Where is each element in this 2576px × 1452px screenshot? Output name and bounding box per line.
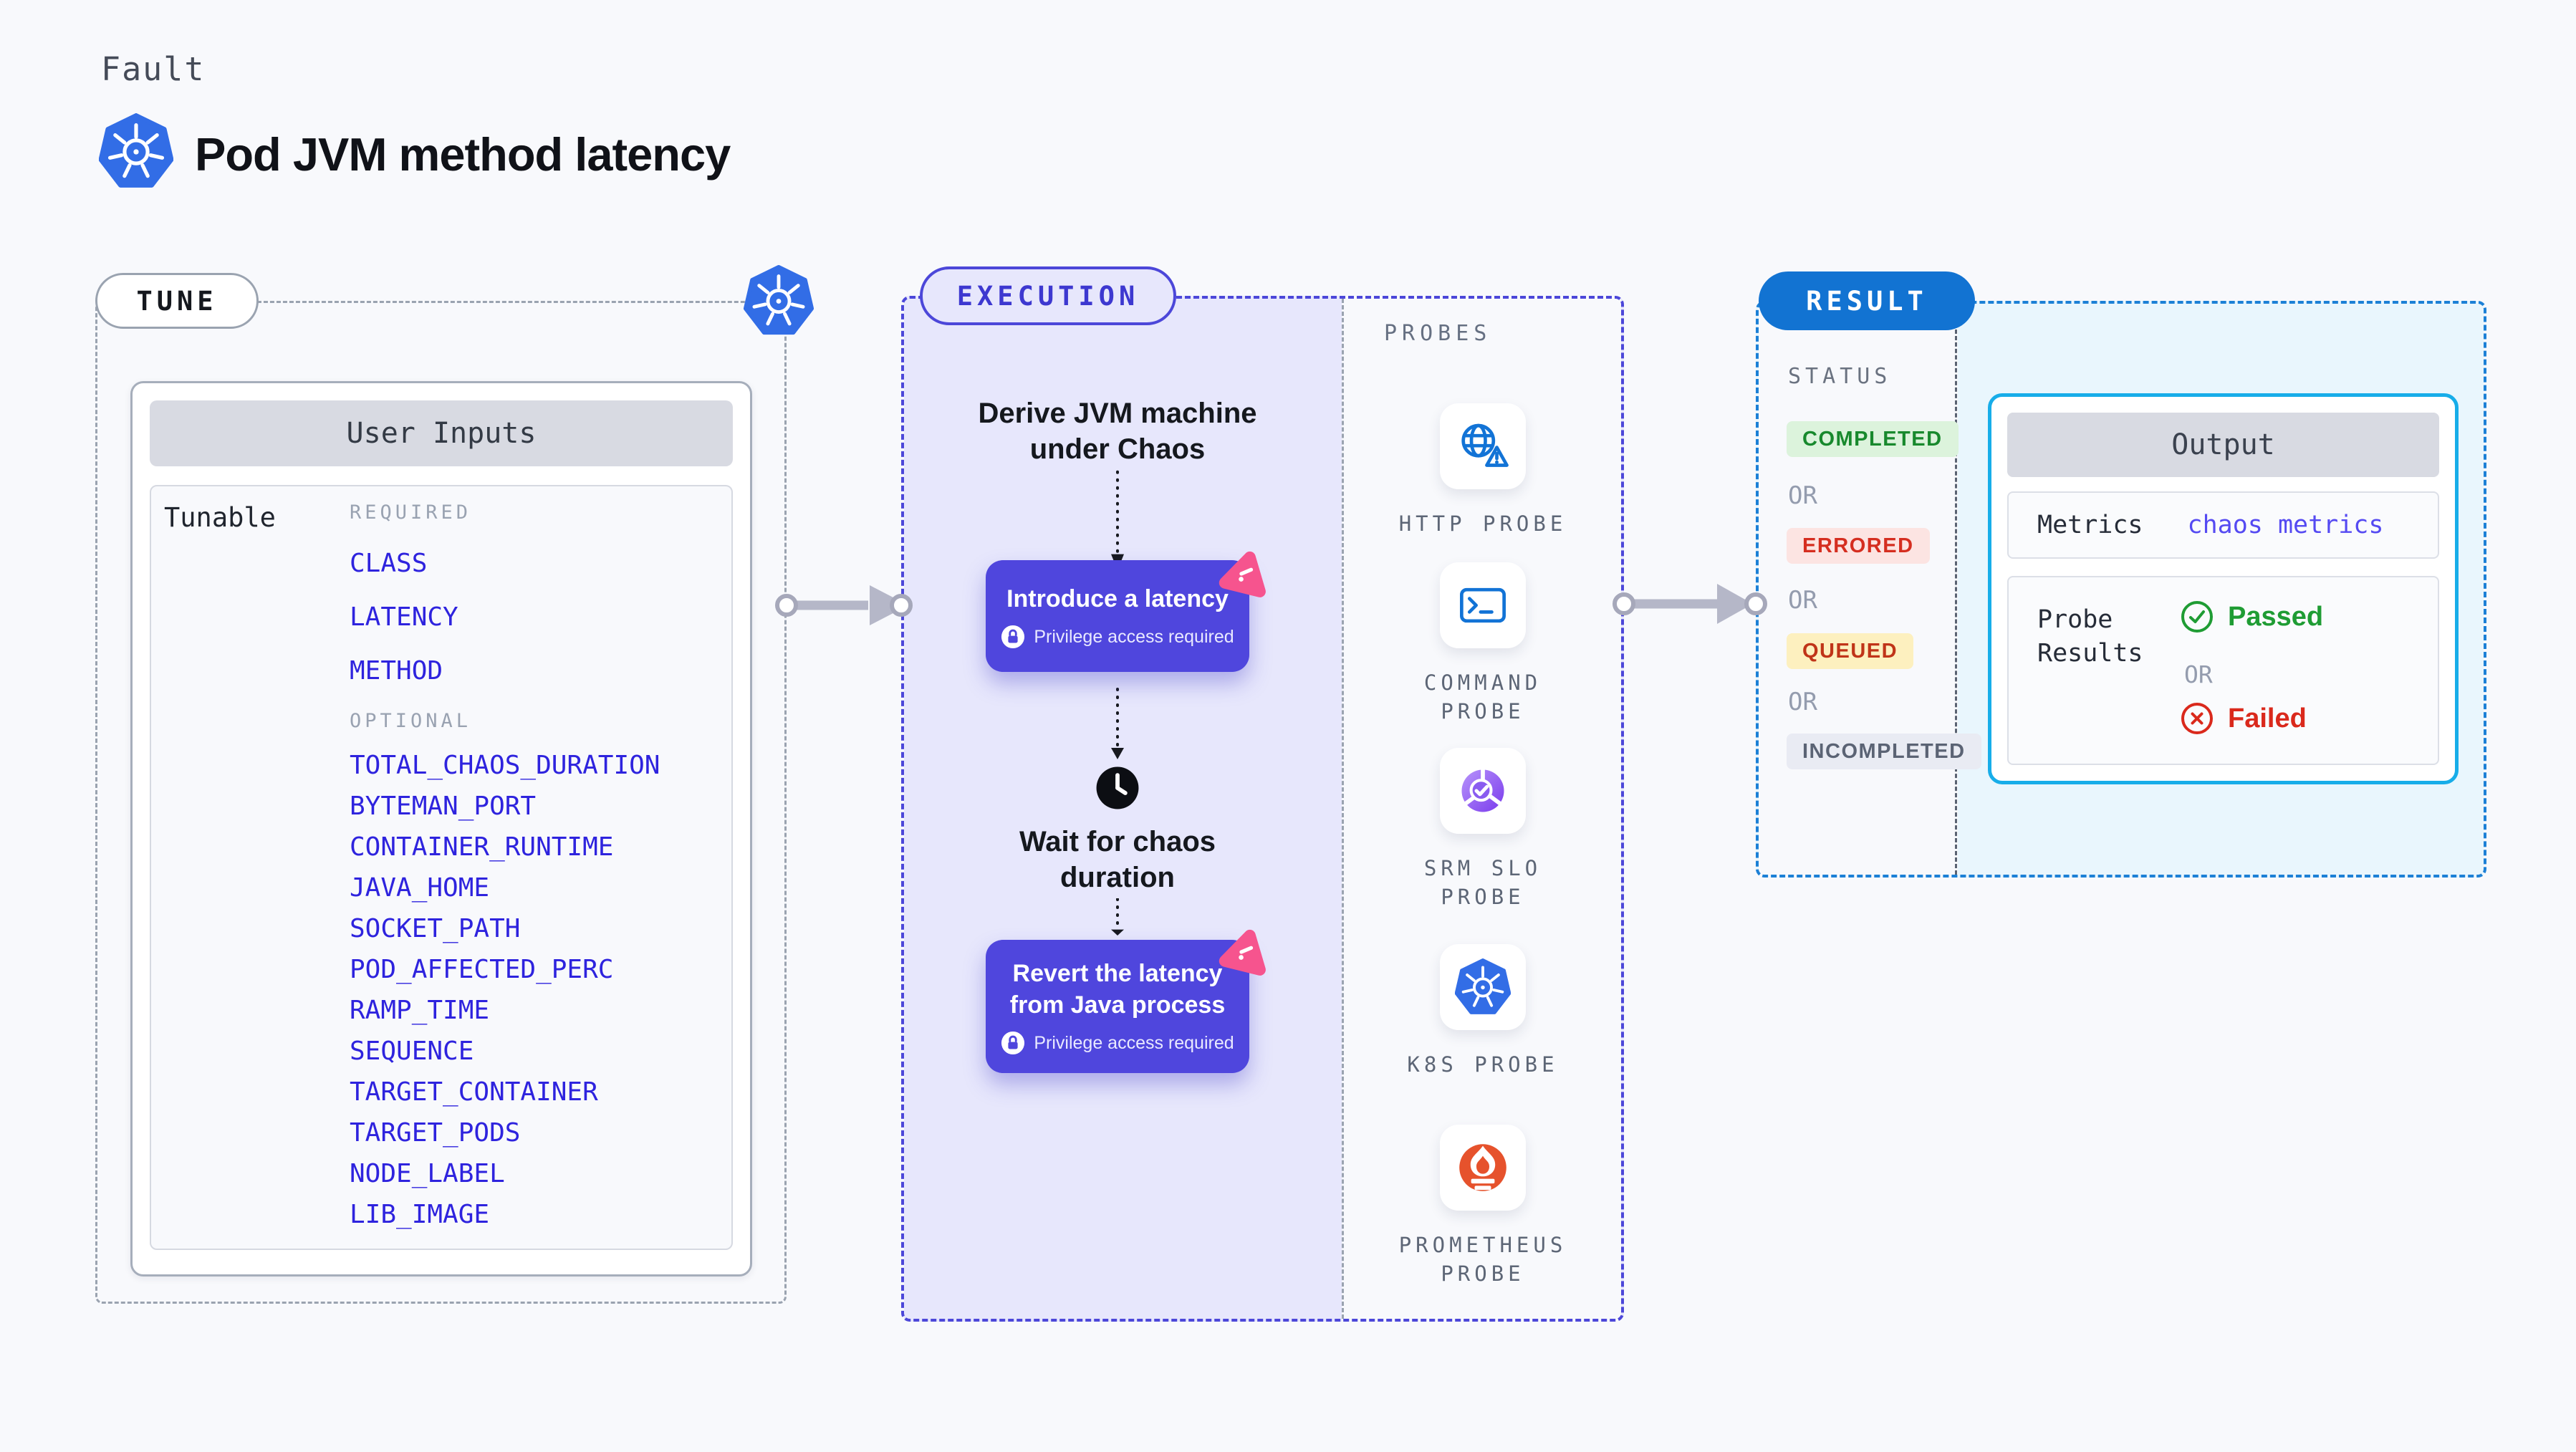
result-pill: RESULT [1759,271,1975,330]
or-label: OR [1788,481,1817,510]
privilege-row: Privilege access required [1001,625,1234,649]
probe-card [1440,562,1526,648]
passed-row: Passed [2179,599,2323,635]
probe-name: COMMAND PROBE [1423,670,1542,723]
tunable-item: TOTAL_CHAOS_DURATION [350,751,660,780]
terminal-icon [1455,577,1511,633]
privilege-text: Privilege access required [1034,1032,1234,1053]
tunables-panel: Tunable REQUIRED CLASS LATENCY METHOD OP… [150,485,733,1250]
tunable-item: TARGET_PODS [350,1118,521,1148]
clock-icon [1095,765,1140,811]
tunable-item: METHOD [350,656,443,686]
slo-donut-icon [1453,761,1512,820]
tunable-item: CONTAINER_RUNTIME [350,832,614,862]
tunable-row-label: Tunable [164,502,276,533]
fault-kicker: Fault [101,50,206,88]
tunable-item: POD_AFFECTED_PERC [350,955,614,984]
output-title: Output [2007,413,2439,477]
tunable-item: LATENCY [350,602,458,632]
introduce-latency-node: Introduce a latency Privilege access req… [986,560,1249,672]
probe-srm-slo: SRM SLO PROBE [1390,748,1576,911]
probe-results-row: Probe Results Passed OR Failed [2007,576,2439,765]
tunable-item: SEQUENCE [350,1037,474,1066]
probe-name: K8S PROBE [1407,1052,1559,1077]
failed-label: Failed [2228,703,2307,734]
or-label: OR [2184,660,2213,688]
required-label: REQUIRED [350,501,472,524]
kubernetes-icon [99,113,173,191]
result-divider [1955,304,1957,875]
probes-label: PROBES [1384,321,1492,346]
metrics-label: Metrics [2037,511,2143,539]
lock-icon [1001,625,1025,649]
privilege-row: Privilege access required [1001,1031,1234,1055]
status-badge-incompleted: INCOMPLETED [1787,734,1981,769]
probe-prometheus: PROMETHEUS PROBE [1390,1125,1576,1288]
metrics-row: Metrics chaos metrics [2007,491,2439,559]
tunable-item: BYTEMAN_PORT [350,792,537,821]
optional-label: OPTIONAL [350,710,472,732]
probe-card [1440,403,1526,489]
probe-http: HTTP PROBE [1390,403,1576,538]
privilege-text: Privilege access required [1034,626,1234,647]
execution-pill: EXECUTION [920,266,1176,325]
tunable-item: CLASS [350,549,428,578]
arrow-right-icon [775,585,913,625]
passed-label: Passed [2228,601,2324,632]
tune-section [95,301,787,1304]
or-label: OR [1788,688,1817,716]
user-inputs-card: User Inputs Tunable REQUIRED CLASS LATEN… [130,381,752,1276]
revert-latency-node: Revert the latency from Java process Pri… [986,940,1249,1073]
probe-card [1440,944,1526,1030]
tunable-item: JAVA_HOME [350,873,490,903]
probe-name: HTTP PROBE [1398,511,1567,536]
arrow-down-icon [1106,470,1129,570]
prometheus-icon [1453,1138,1512,1197]
tunable-item: NODE_LABEL [350,1159,505,1188]
probe-card [1440,1125,1526,1211]
probes-divider [1342,299,1344,1319]
status-label: STATUS [1788,364,1892,389]
kubernetes-icon [744,265,814,337]
tunable-item: RAMP_TIME [350,996,490,1025]
step-wait-duration: Wait for chaos duration [1019,826,1216,893]
probe-card [1440,748,1526,834]
probe-k8s: K8S PROBE [1390,944,1576,1079]
x-circle-icon [2179,701,2215,736]
tunable-item: LIB_IMAGE [350,1200,490,1229]
page-title: Pod JVM method latency [195,128,731,181]
metrics-value: chaos metrics [2187,511,2384,539]
action-title: Revert the latency from Java process [1009,960,1226,1019]
action-title: Introduce a latency [1006,585,1229,612]
arrow-down-icon [1106,688,1129,759]
arrow-down-icon [1106,898,1129,936]
status-badge-errored: ERRORED [1787,528,1930,564]
status-badge-completed: COMPLETED [1787,421,1959,457]
probe-results-label: Probe Results [2037,605,2143,668]
arrow-right-icon [1613,584,1767,624]
tunables-list: REQUIRED CLASS LATENCY METHOD OPTIONAL T… [350,501,660,1230]
lock-icon [1001,1031,1025,1055]
check-circle-icon [2179,599,2215,635]
or-label: OR [1788,586,1817,615]
step-derive-jvm: Derive JVM machine under Chaos [978,398,1257,465]
failed-row: Failed [2179,701,2307,736]
kubernetes-icon [1455,958,1511,1016]
tune-pill: TUNE [95,273,259,329]
user-inputs-title: User Inputs [150,400,733,466]
tunable-item: SOCKET_PATH [350,914,521,943]
probe-command: COMMAND PROBE [1390,562,1576,726]
tunable-item: TARGET_CONTAINER [350,1077,598,1107]
probe-name: SRM SLO PROBE [1423,856,1542,909]
probe-name: PROMETHEUS PROBE [1398,1233,1567,1286]
globe-alert-icon [1455,418,1511,474]
status-badge-queued: QUEUED [1787,633,1914,669]
output-card: Output Metrics chaos metrics Probe Resul… [1988,393,2459,784]
